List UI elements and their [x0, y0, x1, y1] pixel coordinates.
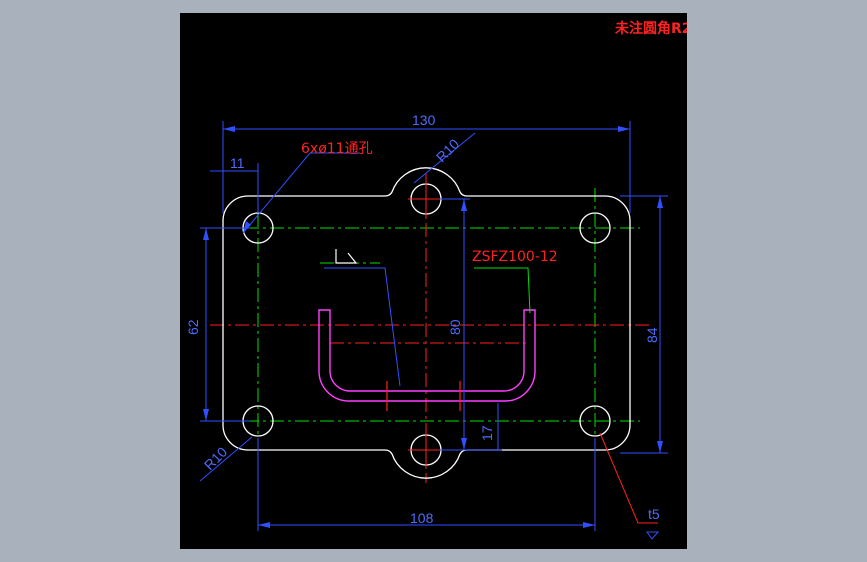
cad-drawing: 未注圆角R2 130 11 6xø11通孔 ZSFZ100-12 108 t5 …: [185, 20, 687, 540]
surface-mark: [335, 249, 358, 264]
drawing-canvas: 未注圆角R2 130 11 6xø11通孔 ZSFZ100-12 108 t5 …: [180, 13, 687, 549]
handle: [318, 309, 536, 402]
dim-center-height: 80: [447, 319, 463, 335]
thickness-symbol: [646, 531, 660, 540]
dimension-lines: [199, 121, 668, 531]
hole-note: 6xø11通孔: [301, 141, 373, 157]
hole-top-right: [579, 212, 611, 244]
dim-edge-offset: 11: [230, 155, 245, 171]
part-code-leader: [474, 267, 531, 314]
dim-radius-top: R10: [433, 135, 463, 165]
centerlines: [220, 188, 640, 458]
dim-handle-offset: 17: [479, 425, 495, 441]
hole-bottom-right: [579, 405, 611, 437]
dim-width-bottom: 108: [410, 510, 434, 526]
plate-outline: [222, 167, 631, 479]
dim-width-top: 130: [412, 112, 436, 128]
handle-section-marks: [386, 381, 461, 411]
fillet-note: 未注圆角R2: [615, 20, 687, 37]
dim-height-left: 62: [185, 319, 201, 335]
dimension-arrows: [203, 126, 663, 528]
dim-radius-bottom: R10: [201, 443, 231, 473]
dim-thickness: t5: [648, 506, 660, 522]
part-code: ZSFZ100-12: [472, 249, 558, 265]
thickness-leader: [599, 432, 658, 524]
hole-crosses: [408, 181, 444, 468]
main-centerlines: [210, 173, 650, 483]
dim-height-right: 84: [644, 327, 660, 343]
